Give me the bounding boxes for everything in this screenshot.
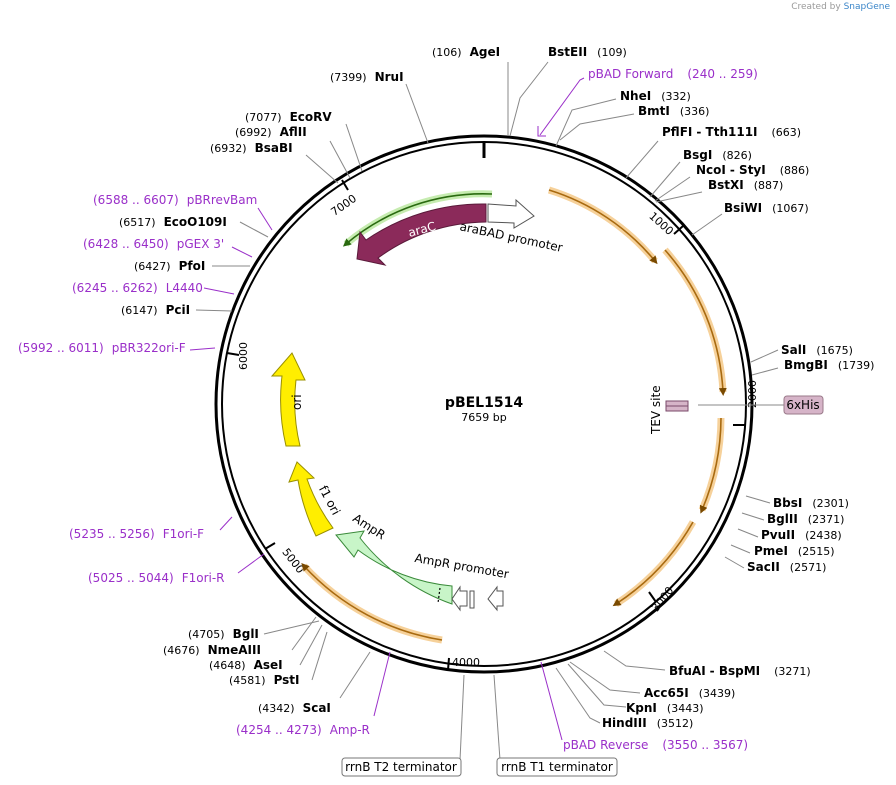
primer-pbrrevbam: (6588 .. 6607)pBRrevBam [93, 193, 257, 207]
site-asei: (4648)AseI [209, 658, 283, 672]
orf-arc-3 [698, 417, 725, 512]
tick-7000-mark [341, 179, 349, 191]
ampr-dashed-end [437, 587, 441, 604]
tick-2000: 2000 [746, 380, 759, 408]
site-bmgbi: BmgBI(1739) [784, 358, 874, 372]
site-bsteii: BstEII(109) [548, 45, 627, 59]
backbone [214, 134, 754, 674]
site-kpni: KpnI(3443) [626, 701, 703, 715]
site-bglii: BglII(2371) [767, 512, 844, 526]
site-labels: (106)AgeI BstEII(109) (7399)NruI NheI(33… [119, 45, 874, 730]
site-ecoo109i: (6517)EcoO109I [119, 215, 227, 229]
site-sali: SalI(1675) [781, 343, 853, 357]
site-acc65i: Acc65I(3439) [644, 686, 735, 700]
rrnb-t1-arrow [487, 585, 504, 612]
arac-feature [356, 203, 487, 266]
his-tag-label: 6xHis [786, 398, 819, 412]
orf-arc-2-line [664, 249, 727, 396]
orf-arc-5-line [301, 563, 443, 641]
boxed-labels: 6xHis rrnB T2 terminator rrnB T1 termina… [341, 395, 824, 777]
backbone-outer-ring [214, 134, 754, 674]
site-nrui: (7399)NruI [330, 70, 404, 84]
primer-f1ori-r: (5025 .. 5044)F1ori-R [88, 571, 225, 585]
small-feature-1 [469, 590, 475, 609]
f1-ori-feature [288, 461, 334, 537]
his-tag-box [665, 405, 689, 412]
plasmid-name: pBEL1514 [445, 395, 523, 411]
rrnb-t2-box [341, 757, 462, 777]
primer-labels: pBAD Forward(240 .. 259) (6588 .. 6607)p… [18, 67, 758, 752]
site-nhei: NheI(332) [620, 89, 691, 103]
plasmid-length: 7659 bp [461, 411, 506, 424]
scale-ticks: 1000 2000 3000 4000 5000 6000 7000 [226, 179, 759, 671]
site-scai: (4342)ScaI [258, 701, 331, 715]
primer-l4440: (6245 .. 6262)L4440 [72, 281, 203, 295]
his-tag-label-box [783, 395, 824, 415]
orf-arc-4 [614, 520, 697, 607]
tick-6000-mark [226, 352, 240, 356]
site-pfoi: (6427)PfoI [134, 259, 205, 273]
site-agei: (106)AgeI [432, 45, 500, 59]
ori-feature [270, 352, 306, 447]
site-bsgi: BsgI(826) [683, 148, 752, 162]
orf-arc-2 [662, 247, 727, 393]
snapgene-logo-text: SnapGene [843, 2, 890, 12]
orf-arc-5 [301, 563, 443, 644]
arabad-promoter-label: araBAD promoter [458, 219, 564, 255]
site-pflfi-tth111i: PflFI- Tth111I(663) [662, 125, 801, 139]
arabad-promoter-arrow [487, 198, 535, 229]
rrnb-t2-label: rrnB T2 terminator [345, 760, 457, 774]
tev-site-label: TEV site [649, 385, 663, 435]
orf-arc-4-line [612, 521, 694, 607]
site-aflii: (6992)AflII [235, 125, 307, 139]
primer-pgex3: (6428 .. 6450)pGEX 3' [83, 237, 224, 251]
primer-leader-lines [189, 77, 585, 741]
ampr-promoter-label: AmpR promoter [414, 551, 510, 581]
site-nmeaiii: (4676)NmeAIII [163, 643, 261, 657]
site-psti: (4581)PstI [229, 673, 300, 687]
site-sacii: SacII(2571) [747, 560, 826, 574]
site-ecorv: (7077)EcoRV [245, 110, 332, 124]
snapgene-credit: Created by SnapGene [791, 2, 890, 12]
site-bmti: BmtI(336) [638, 104, 709, 118]
primer-pbad-reverse: pBAD Reverse(3550 .. 3567) [563, 738, 748, 752]
site-pvuii: PvuII(2438) [761, 528, 842, 542]
site-hindiii: HindIII(3512) [602, 716, 693, 730]
orf-arc-1-line [548, 189, 658, 265]
ori-label: ori [290, 394, 304, 410]
site-bfuai-bspmi: BfuAI- BspMI(3271) [669, 664, 811, 678]
primer-pbr322ori-f: (5992 .. 6011)pBR322ori-F [18, 341, 186, 355]
site-bstxi: BstXI(887) [708, 178, 783, 192]
primer-amp-r: (4254 .. 4273)Amp-R [236, 723, 370, 737]
site-ncoi-styi: NcoI- StyI(886) [696, 163, 809, 177]
primer-f1ori-f: (5235 .. 5256)F1ori-F [69, 527, 204, 541]
tick-1000-mark [673, 225, 684, 235]
tick-5000-mark [264, 542, 276, 550]
orf-arc-3-line [699, 417, 722, 514]
tick-3000-mark [648, 591, 657, 603]
tick-7000: 7000 [329, 192, 359, 219]
rrnb-t1-label: rrnB T1 terminator [501, 760, 613, 774]
tick-4000-mark [447, 657, 450, 671]
tev-site-box [665, 400, 689, 407]
leader-lines [195, 61, 779, 761]
ampr-promoter-arrow [451, 585, 468, 612]
site-bsiwi: BsiWI(1067) [724, 201, 809, 215]
site-pmei: PmeI(2515) [754, 544, 834, 558]
primer-pbad-forward: pBAD Forward(240 .. 259) [588, 67, 758, 81]
site-bsabi: (6932)BsaBI [210, 141, 293, 155]
site-bgli: (4705)BglI [188, 627, 259, 641]
credit-text: Created by [791, 2, 841, 12]
rrnb-t1-box [496, 757, 618, 777]
orf-arc-1 [547, 186, 658, 264]
ampr-feature [335, 530, 453, 605]
site-bbsi: BbsI(2301) [773, 496, 849, 510]
site-pcii: (6147)PciI [121, 303, 190, 317]
tick-4000: 4000 [452, 656, 480, 669]
tick-6000: 6000 [237, 342, 250, 370]
